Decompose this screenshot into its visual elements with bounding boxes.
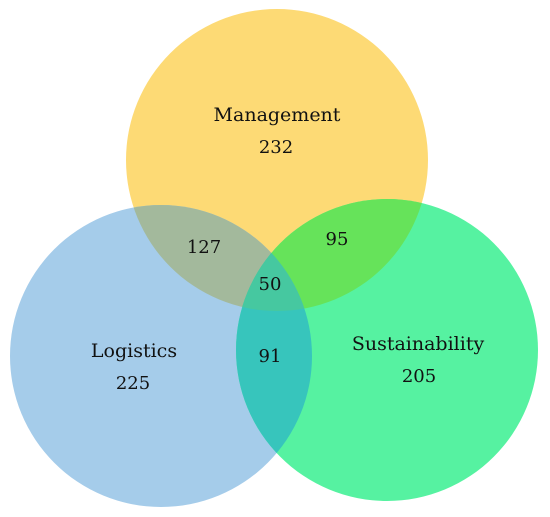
management-count: 232 <box>259 137 293 158</box>
management-logistics-count: 127 <box>187 237 221 258</box>
logistics-label: Logistics <box>91 340 177 362</box>
logistics-sustainability-count: 91 <box>259 346 282 367</box>
management-sustainability-count: 95 <box>326 229 349 250</box>
all-three-count: 50 <box>259 274 282 295</box>
sustainability-count: 205 <box>402 366 436 387</box>
management-sustainability-overlap <box>236 199 428 311</box>
logistics-count: 225 <box>116 373 150 394</box>
management-logistics-overlap <box>126 205 312 311</box>
sustainability-label: Sustainability <box>352 333 485 355</box>
management-label: Management <box>214 104 341 126</box>
